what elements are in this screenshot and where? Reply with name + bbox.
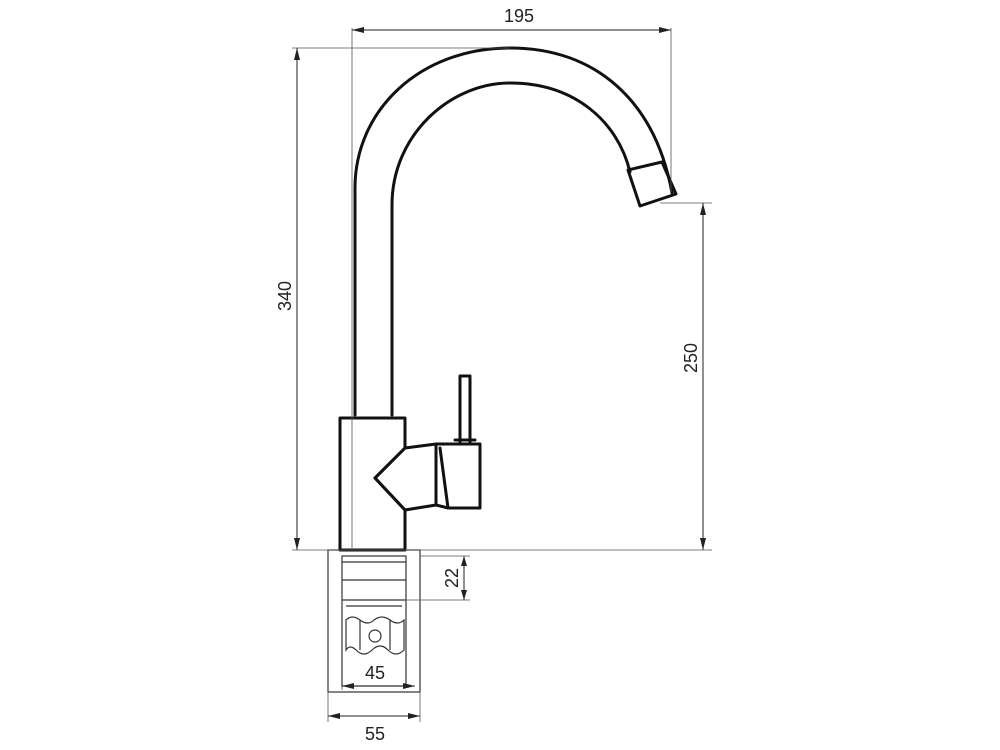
- spout-outer-curve: [353, 46, 674, 417]
- dim-label-45: 45: [365, 663, 385, 683]
- extension-lines: [292, 28, 712, 722]
- dim-label-55: 55: [365, 724, 385, 744]
- mounting-nut: [345, 616, 405, 655]
- handle-block: [434, 442, 482, 510]
- dimension-spout-height: 250: [681, 203, 706, 550]
- dimension-thread-length: 22: [442, 556, 467, 600]
- spout-nozzle: [626, 160, 678, 208]
- dimension-top-width: 195: [352, 6, 671, 33]
- nut-center-circle: [368, 629, 382, 643]
- cartridge-cone: [373, 442, 438, 512]
- dim-label-22: 22: [442, 568, 462, 588]
- dim-label-195: 195: [504, 6, 534, 26]
- dim-label-340: 340: [275, 281, 295, 311]
- dim-label-250: 250: [681, 343, 701, 373]
- dimension-total-height: 340: [275, 48, 300, 550]
- handle-block-divider: [438, 446, 450, 510]
- handle-lever: [458, 374, 472, 446]
- dimension-base-inner-width: 45: [342, 663, 415, 689]
- dimension-base-outer-width: 55: [328, 713, 420, 744]
- faucet-body: [338, 46, 678, 552]
- body-cylinder: [338, 416, 407, 552]
- spout-inner-curve: [390, 81, 632, 417]
